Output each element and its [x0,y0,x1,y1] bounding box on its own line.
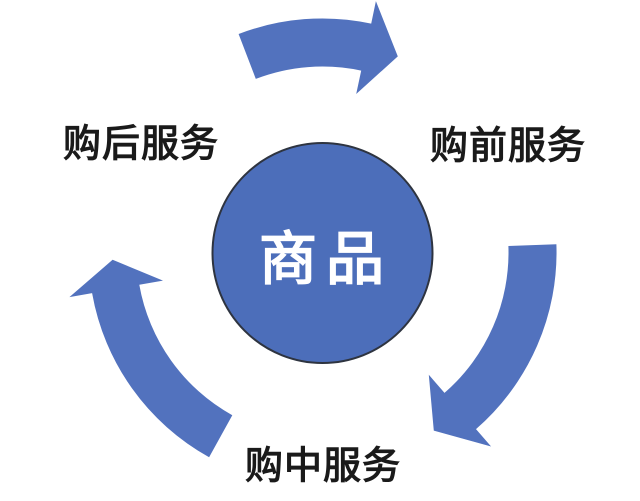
product-label: 商品 [258,227,394,292]
cycle-arrow-right [428,244,557,447]
cycle-arrow-top [238,1,398,95]
label-pre-sale-service: 购前服务 [429,125,587,168]
label-after-sale-service: 购后服务 [62,123,220,166]
cycle-arrows-group [69,1,557,458]
product-circle [211,142,434,364]
label-mid-sale-service: 购中服务 [244,445,402,488]
cycle-arrow-left [69,259,233,458]
